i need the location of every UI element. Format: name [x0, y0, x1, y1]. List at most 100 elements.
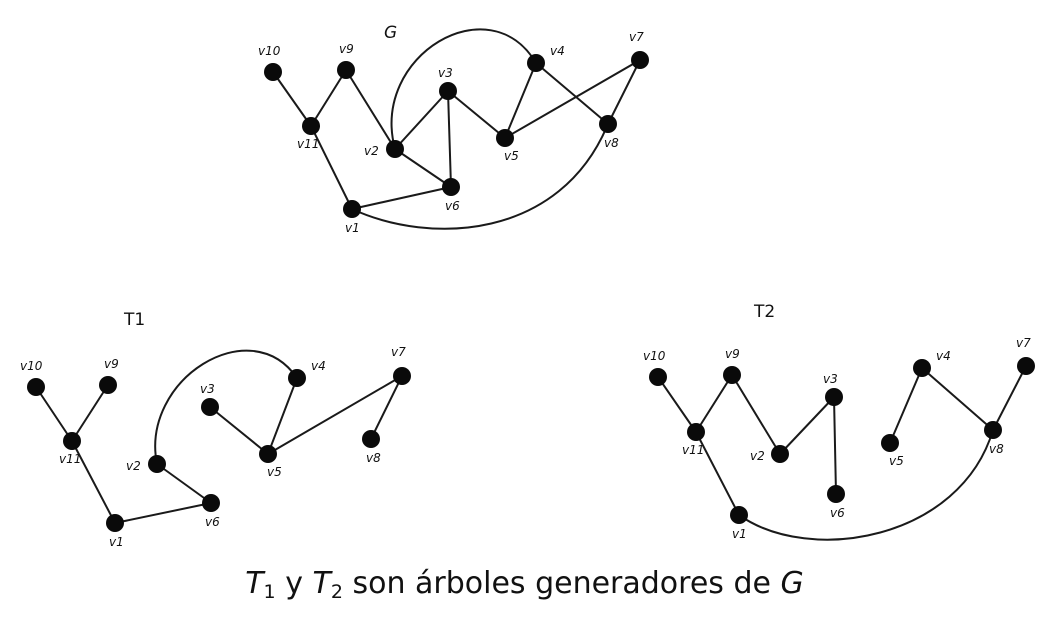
edge-v1-v6	[114, 502, 212, 524]
vertex-label-v4: v4	[311, 359, 326, 373]
edge-v5-v4	[504, 62, 537, 139]
edge-v5-v7	[504, 59, 641, 139]
caption-y: y	[285, 566, 303, 601]
vertex-label-v7: v7	[629, 30, 644, 44]
edge-v1-v6	[351, 186, 452, 210]
vertex-v9	[99, 376, 117, 394]
vertex-v8	[599, 115, 617, 133]
edge-v1-v8	[738, 429, 994, 541]
edge-v10-v11	[272, 71, 312, 127]
vertex-label-v6: v6	[830, 506, 845, 520]
vertex-v8	[984, 421, 1002, 439]
caption-t1-sub: 1	[263, 581, 276, 603]
vertex-label-v8: v8	[989, 442, 1004, 456]
edge-v11-v9	[695, 374, 733, 433]
vertex-label-v3: v3	[823, 372, 838, 386]
vertex-v1	[106, 514, 124, 532]
vertex-v10	[264, 63, 282, 81]
vertex-v3	[825, 388, 843, 406]
vertex-label-v9: v9	[339, 42, 354, 56]
edge-v4-v8	[535, 62, 609, 125]
vertex-label-v7: v7	[391, 345, 406, 359]
figure-caption: T1 y T2 son árboles generadores de G	[0, 566, 1049, 603]
edge-v11-v9	[310, 69, 347, 127]
caption-t2: T2	[312, 566, 343, 603]
vertex-v10	[27, 378, 45, 396]
caption-t1: T1	[245, 566, 276, 603]
graph-edges	[35, 349, 403, 524]
vertex-v11	[63, 432, 81, 450]
vertex-label-v8: v8	[604, 136, 619, 150]
vertex-v4	[288, 369, 306, 387]
vertex-v2	[148, 455, 166, 473]
vertex-label-v5: v5	[504, 149, 519, 163]
vertex-v2	[386, 140, 404, 158]
edge-v4-v8	[921, 367, 994, 431]
vertex-label-v3: v3	[438, 66, 453, 80]
vertex-label-v11: v11	[682, 443, 704, 457]
vertex-label-v2: v2	[126, 459, 141, 473]
vertex-v3	[201, 398, 219, 416]
vertex-label-v4: v4	[550, 44, 565, 58]
vertex-v6	[442, 178, 460, 196]
edge-v6-v2	[156, 463, 212, 504]
vertex-label-v9: v9	[725, 347, 740, 361]
graph-edges	[657, 365, 1027, 541]
vertex-v9	[723, 366, 741, 384]
edge-v2-v4	[154, 349, 298, 465]
vertex-label-v10: v10	[643, 349, 666, 363]
vertex-label-v4: v4	[936, 349, 951, 363]
vertex-label-v8: v8	[366, 451, 381, 465]
edge-v2-v3	[394, 90, 449, 150]
edge-v5-v4	[889, 367, 923, 444]
edge-v11-v1	[71, 440, 116, 524]
edge-v10-v11	[657, 376, 697, 433]
edge-v11-v1	[310, 125, 353, 210]
edge-v3-v6	[447, 90, 452, 188]
vertex-label-v7: v7	[1016, 336, 1031, 350]
edge-v11-v9	[71, 384, 109, 442]
caption-t2-sub: 2	[330, 581, 343, 603]
vertex-label-v2: v2	[364, 144, 379, 158]
graph-title: T2	[753, 302, 775, 322]
vertex-label-v2: v2	[750, 449, 765, 463]
graph-edges	[272, 28, 641, 230]
vertex-label-v11: v11	[297, 137, 319, 151]
edge-v3-v5	[209, 406, 269, 455]
vertex-v5	[496, 129, 514, 147]
vertex-label-v11: v11	[59, 452, 81, 466]
caption-middle: son árboles generadores de	[352, 566, 771, 601]
vertex-label-v6: v6	[445, 199, 460, 213]
edge-v9-v2	[731, 374, 781, 455]
vertex-v2	[771, 445, 789, 463]
vertex-v8	[362, 430, 380, 448]
edge-v2-v6	[394, 148, 452, 188]
vertex-v7	[393, 367, 411, 385]
vertex-label-v1: v1	[732, 527, 747, 541]
vertex-label-v1: v1	[345, 221, 360, 235]
vertex-label-v3: v3	[200, 382, 215, 396]
caption-t1-base: T	[245, 566, 264, 601]
vertex-label-v6: v6	[205, 515, 220, 529]
edge-v2-v4	[390, 28, 537, 150]
edge-v3-v5	[447, 90, 506, 139]
edge-v1-v8	[351, 123, 609, 230]
vertex-v6	[827, 485, 845, 503]
graph-title: T1	[123, 310, 145, 330]
edge-v5-v7	[267, 375, 403, 455]
vertex-label-v5: v5	[267, 465, 282, 479]
edge-v7-v8	[607, 59, 641, 125]
edge-v3-v6	[833, 396, 837, 495]
vertex-v5	[881, 434, 899, 452]
vertex-v6	[202, 494, 220, 512]
vertex-label-v1: v1	[109, 535, 124, 549]
vertex-v4	[913, 359, 931, 377]
caption-t2-base: T	[312, 566, 331, 601]
vertex-v9	[337, 61, 355, 79]
vertex-label-v9: v9	[104, 357, 119, 371]
vertex-v3	[439, 82, 457, 100]
